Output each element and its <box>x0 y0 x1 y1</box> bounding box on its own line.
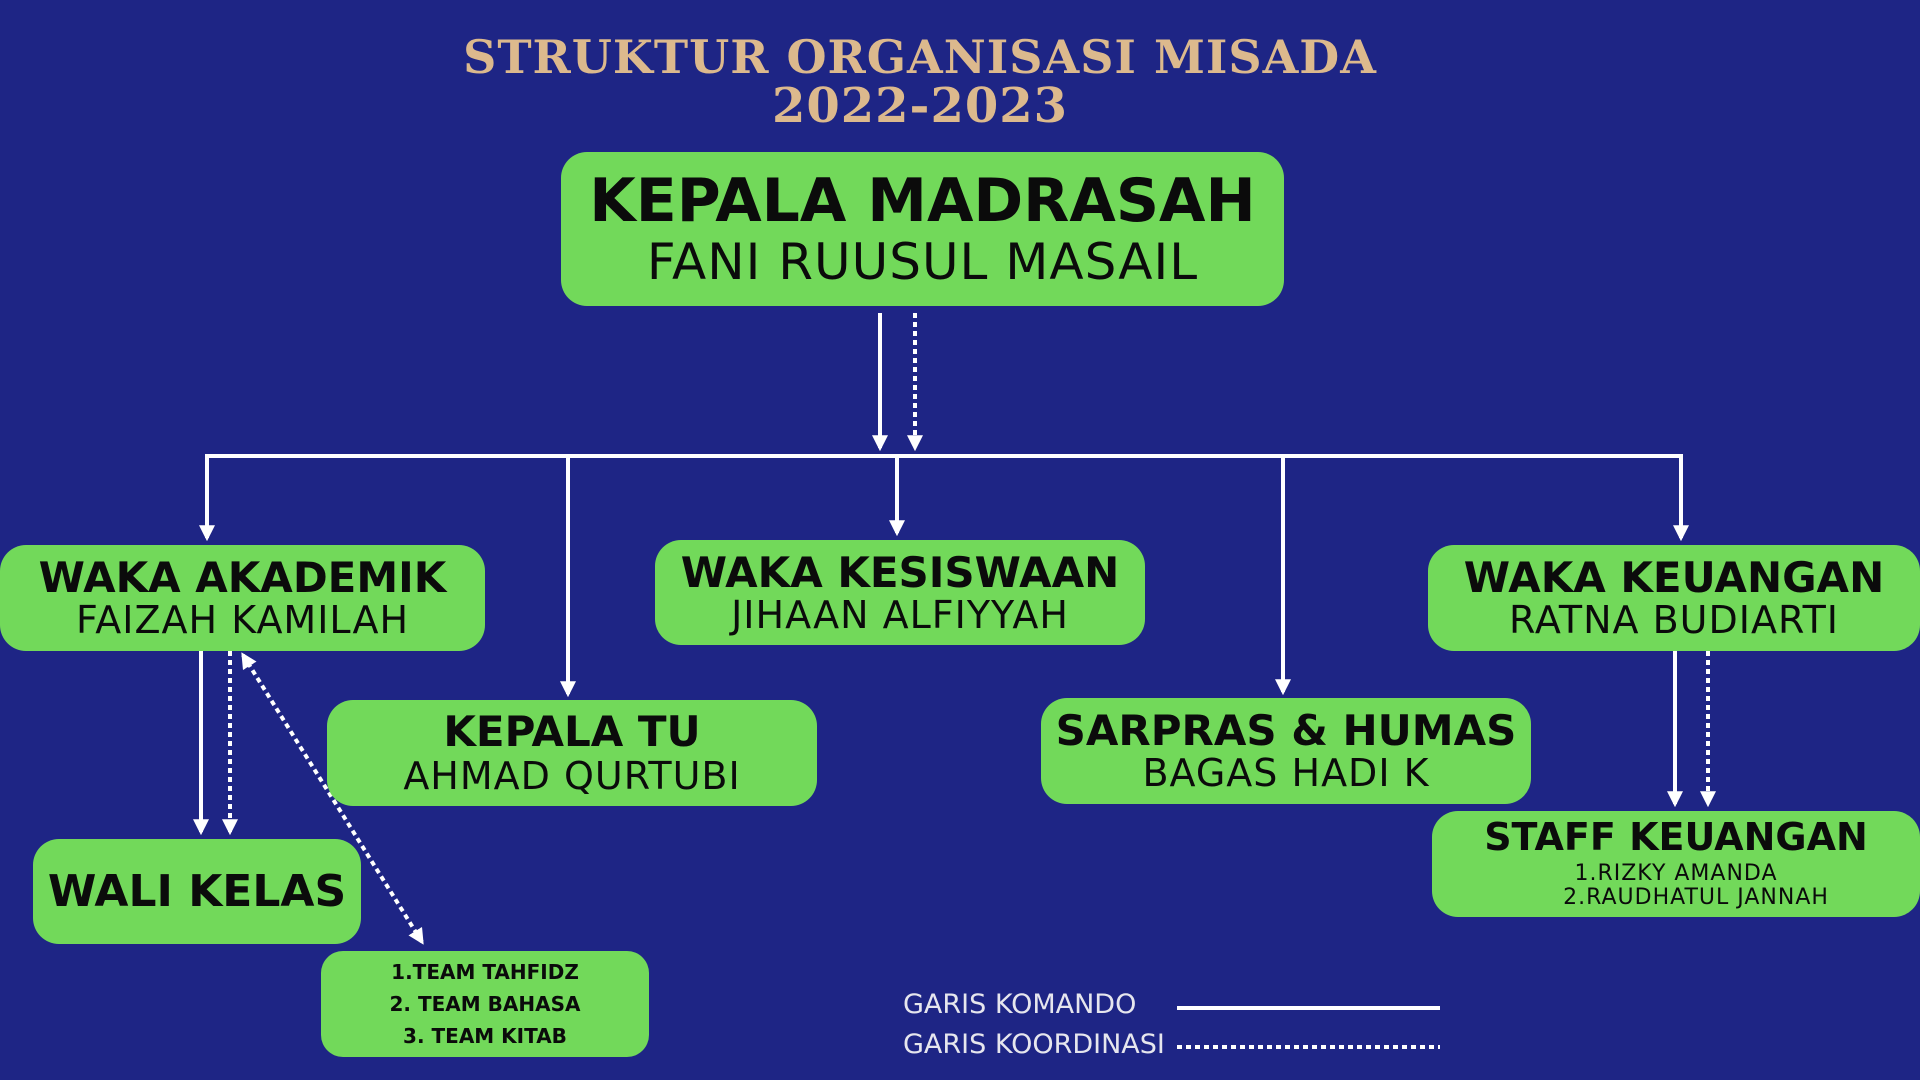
node-waka-keuangan: WAKA KEUANGAN RATNA BUDIARTI <box>1428 545 1920 651</box>
node-waka-kesiswaan: WAKA KESISWAAN JIHAAN ALFIYYAH <box>655 540 1145 645</box>
node-kepala-tu: KEPALA TU AHMAD QURTUBI <box>327 700 817 806</box>
node-person: JIHAAN ALFIYYAH <box>731 592 1069 637</box>
coordination-line-teams <box>241 652 424 945</box>
legend-command-label: GARIS KOMANDO <box>903 989 1137 1020</box>
node-person: BAGAS HADI K <box>1142 751 1430 795</box>
node-role: KEPALA TU <box>443 707 701 756</box>
node-waka-akademik: WAKA AKADEMIK FAIZAH KAMILAH <box>0 545 485 651</box>
team-member: 1.TEAM TAHFIDZ <box>391 960 579 984</box>
node-person: FAIZAH KAMILAH <box>75 598 410 642</box>
node-role: KEPALA MADRASAH <box>589 166 1256 236</box>
staff-member: 2.RAUDHATUL JANNAH <box>1563 885 1829 910</box>
node-role: WALI KELAS <box>47 865 347 917</box>
node-teams: 1.TEAM TAHFIDZ 2. TEAM BAHASA 3. TEAM KI… <box>321 951 649 1057</box>
legend-coordination-label: GARIS KOORDINASI <box>903 1029 1165 1060</box>
node-sarpras-humas: SARPRAS & HUMAS BAGAS HADI K <box>1041 698 1531 804</box>
chart-period: 2022-2023 <box>771 78 1069 134</box>
team-member: 3. TEAM KITAB <box>403 1024 567 1048</box>
node-role: WAKA KEUANGAN <box>1463 553 1885 602</box>
node-role: WAKA AKADEMIK <box>38 553 447 602</box>
staff-member: 1.RIZKY AMANDA <box>1574 860 1778 886</box>
node-person: FANI RUUSUL MASAIL <box>646 233 1199 291</box>
node-role: STAFF KEUANGAN <box>1484 814 1868 859</box>
node-person: RATNA BUDIARTI <box>1508 598 1840 642</box>
chart-title: STRUKTUR ORGANISASI MISADA <box>463 30 1377 84</box>
node-person: AHMAD QURTUBI <box>403 754 741 798</box>
node-wali-kelas: WALI KELAS <box>33 839 361 944</box>
team-member: 2. TEAM BAHASA <box>389 992 581 1016</box>
node-kepala-madrasah: KEPALA MADRASAH FANI RUUSUL MASAIL <box>561 152 1284 306</box>
node-role: SARPRAS & HUMAS <box>1055 706 1517 755</box>
node-staff-keuangan: STAFF KEUANGAN 1.RIZKY AMANDA 2.RAUDHATU… <box>1432 811 1920 917</box>
node-role: WAKA KESISWAAN <box>680 547 1120 597</box>
